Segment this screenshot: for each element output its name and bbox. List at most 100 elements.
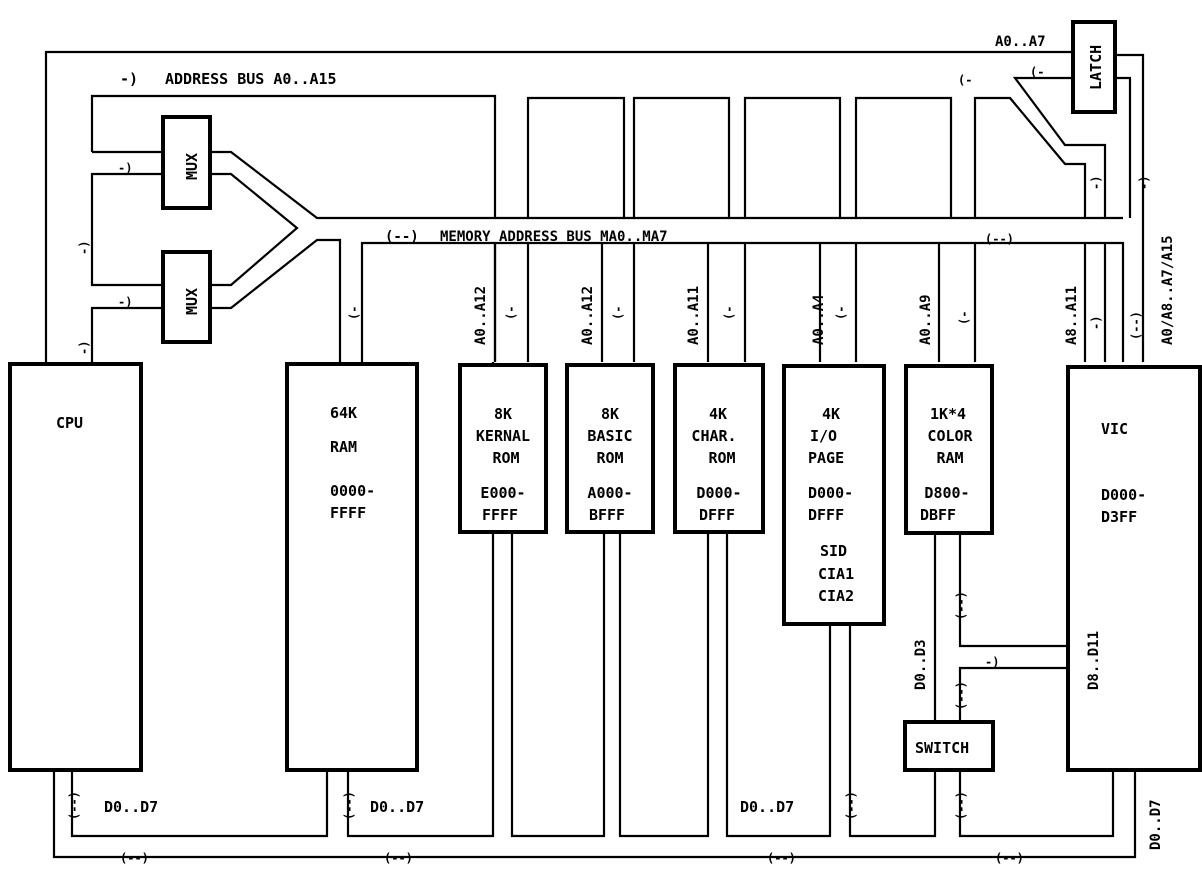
basic-line-2: BASIC [587, 427, 632, 445]
switch-data-bottom [958, 770, 1115, 838]
vic-data-label: D0..D7 [1148, 799, 1164, 850]
mux1-in-bottom [90, 172, 163, 287]
io-addr-a [854, 96, 953, 218]
latch-label: LATCH [1087, 45, 1105, 90]
arrow-right-icon: -) [118, 295, 132, 309]
vic-high-data-label: D8..D11 [1086, 631, 1102, 690]
chip-char-text: 4K CHAR. ROM D000- DFFF [691, 405, 741, 524]
memory-address-bus-label: MEMORY ADDRESS BUS MA0..MA7 [440, 229, 668, 245]
kernal-line-4: E000- [480, 484, 525, 502]
arrow-bidir-icon: (--) [767, 851, 796, 865]
arrow-up-icon: -) [77, 341, 91, 355]
chip-kernal [458, 363, 548, 534]
basic-line-4: A000- [587, 484, 632, 502]
chip-basic [565, 363, 655, 534]
address-bus-label: ADDRESS BUS A0..A15 [165, 70, 337, 88]
address-bus-arrow: -) [120, 70, 138, 88]
latch-input-label: A0..A7 [995, 34, 1046, 50]
io-line-8: CIA2 [818, 587, 854, 605]
colorram-line-2: COLOR [927, 427, 973, 445]
mux2-in-bottom [90, 306, 163, 362]
char-data-bus [725, 530, 832, 838]
arrow-up-icon: -) [1089, 316, 1103, 330]
vic-line-1: VIC [1101, 420, 1128, 438]
io-line-4: D000- [808, 484, 853, 502]
direction-arrows: -) -) -) -) (- (- (- (- (- (- -) (--) -)… [67, 65, 1151, 865]
switch-box [903, 720, 995, 772]
basic-line-3: ROM [596, 449, 623, 467]
colorram-addr-label: A0..A9 [918, 294, 934, 345]
io-line-5: DFFF [808, 506, 844, 524]
chip-vic-text: VIC D000- D3FF [1101, 420, 1146, 526]
io-line-2: I/O [810, 427, 837, 445]
color-data-b [958, 530, 1067, 648]
memory-address-bus-arrow: (--) [385, 229, 419, 245]
ram-line-2: RAM [330, 438, 357, 456]
io-addr-label: A0..A4 [811, 294, 827, 345]
cpu-label: CPU [56, 414, 83, 432]
colorram-line-4: D800- [924, 484, 969, 502]
chip-kernal-text: 8K KERNAL ROM E000- FFFF [476, 405, 530, 524]
latch-path [973, 96, 1087, 218]
ma-bus-bottom [360, 241, 1125, 362]
colorram-line-1: 1K*4 [930, 405, 966, 423]
basic-line-1: 8K [601, 405, 619, 423]
arrow-bidir-icon: (--) [995, 851, 1024, 865]
chip-colorram [904, 364, 994, 535]
mux-2-box [161, 250, 212, 344]
wires [44, 50, 1145, 859]
latch-box [1071, 20, 1117, 114]
arrow-bidir-icon: (--) [384, 851, 413, 865]
vic-line-4: D3FF [1101, 508, 1137, 526]
arrow-left-icon: (- [1030, 65, 1044, 79]
arrow-bidir-icon: (--) [985, 232, 1014, 246]
switch-label: SWITCH [915, 739, 969, 757]
io-line-1: 4K [822, 405, 840, 423]
color-data-label: D0..D3 [913, 639, 929, 690]
arrow-up-icon: -) [1089, 176, 1103, 190]
chip-ram-text: 64K RAM 0000- FFFF [330, 404, 375, 522]
colorram-line-3: RAM [936, 449, 963, 467]
mux-2-label: MUX [183, 288, 201, 315]
latch-out-bus [1115, 53, 1145, 362]
basic-data-bus [618, 530, 710, 838]
io-data-bus [848, 625, 937, 838]
arrow-bidir-icon: (--) [120, 851, 149, 865]
chip-io-text: 4K I/O PAGE D000- DFFF SID CIA1 CIA2 [808, 405, 854, 605]
ram-data-inner [346, 362, 495, 838]
io-line-7: CIA1 [818, 565, 854, 583]
arrow-left-icon: (- [834, 306, 848, 320]
vic-addr-label: A8..A11 [1064, 286, 1080, 345]
char-line-5: DFFF [699, 506, 735, 524]
io-line-3: PAGE [808, 449, 844, 467]
kernal-line-1: 8K [494, 405, 512, 423]
char-line-4: D000- [696, 484, 741, 502]
kernal-addr-a [526, 96, 626, 218]
char-addr-a [743, 96, 842, 218]
arrow-bidir-icon: (--) [67, 791, 81, 820]
ram-data-label: D0..D7 [370, 798, 424, 816]
vic-line-3: D000- [1101, 486, 1146, 504]
arrow-left-icon: (- [958, 73, 972, 87]
chip-colorram-text: 1K*4 COLOR RAM D800- DBFF [920, 405, 974, 524]
char-line-1: 4K [709, 405, 727, 423]
colorram-line-5: DBFF [920, 506, 956, 524]
chip-io [782, 364, 886, 626]
arrow-bidir-icon: (--) [1129, 311, 1143, 340]
arrow-bidir-icon: (--) [954, 591, 968, 620]
chip-cpu-text: CPU [56, 414, 83, 432]
mux-1-label: MUX [183, 153, 201, 180]
chip-char [673, 363, 765, 534]
arrow-right-icon: -) [985, 655, 999, 669]
arrow-left-icon: (- [722, 306, 736, 320]
address-bus-inner [90, 94, 497, 218]
cpu-data-label: D0..D7 [104, 798, 158, 816]
arrow-left-icon: (- [957, 311, 971, 325]
vic-address-label: A0/A8..A7/A15 [1160, 235, 1176, 345]
mux1-out-top [210, 150, 495, 220]
arrow-left-icon: (- [611, 306, 625, 320]
mux-1-box [161, 115, 212, 210]
arrow-bidir-icon: (--) [954, 791, 968, 820]
io-line-6: SID [820, 542, 847, 560]
